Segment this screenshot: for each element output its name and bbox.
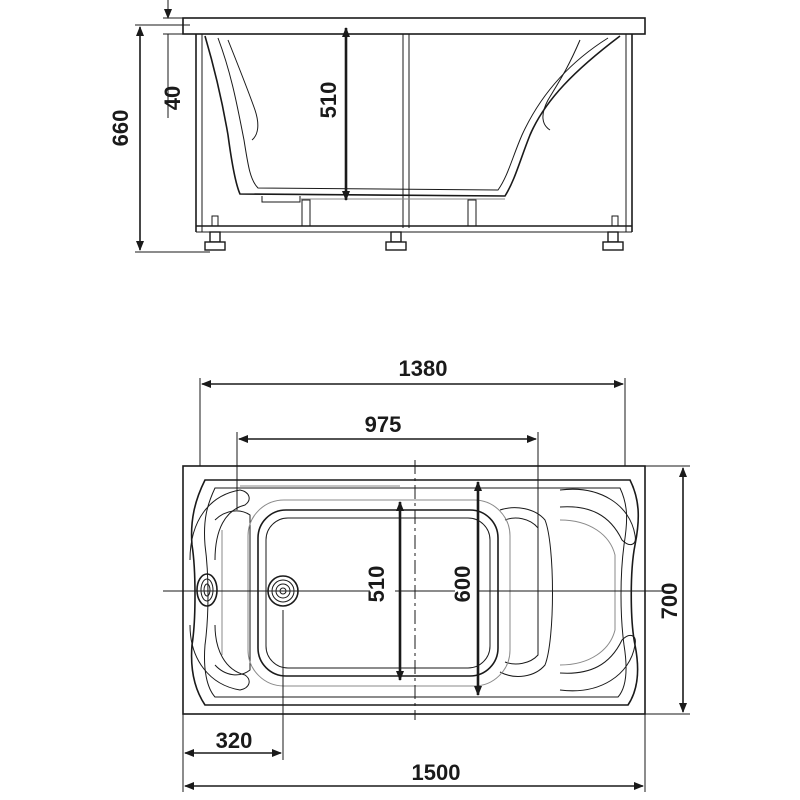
top-view: 1380 975 510 600 700 320 xyxy=(163,356,690,792)
dim-bottom-length: 975 xyxy=(236,412,539,530)
tub-inner-contour xyxy=(190,479,640,706)
tub-rim xyxy=(182,17,646,35)
center-lines xyxy=(163,460,665,720)
dim-600-label: 600 xyxy=(450,566,475,603)
dim-inner-length: 1380 xyxy=(199,356,626,466)
dim-975-label: 975 xyxy=(365,412,402,437)
overflow-fitting xyxy=(196,573,218,607)
dim-drain-offset: 320 xyxy=(184,610,284,760)
tub-frame xyxy=(195,34,633,233)
dim-inner-width: 600 xyxy=(450,481,482,696)
dim-40-label: 40 xyxy=(160,86,185,110)
left-headrest xyxy=(189,489,251,691)
dim-bottom-width: 510 xyxy=(364,501,404,681)
dim-overall-length: 1500 xyxy=(182,714,646,792)
dim-510-top-label: 510 xyxy=(364,566,389,603)
dim-rim: 40 xyxy=(160,0,185,118)
side-view: 660 40 510 xyxy=(108,0,646,253)
dim-overall-height: 660 xyxy=(108,24,210,253)
dim-inner-depth: 510 xyxy=(316,27,350,201)
dim-700-label: 700 xyxy=(657,583,682,620)
right-headrest xyxy=(499,488,636,692)
dim-660-label: 660 xyxy=(108,110,133,147)
dim-1380-label: 1380 xyxy=(399,356,448,381)
tub-basin xyxy=(240,485,511,687)
dim-1500-label: 1500 xyxy=(412,760,461,785)
dim-overall-width: 700 xyxy=(645,465,690,715)
tub-shell xyxy=(204,35,621,203)
dim-320-label: 320 xyxy=(216,728,253,753)
tub-legs xyxy=(204,199,624,251)
dim-510-side-label: 510 xyxy=(316,82,341,119)
